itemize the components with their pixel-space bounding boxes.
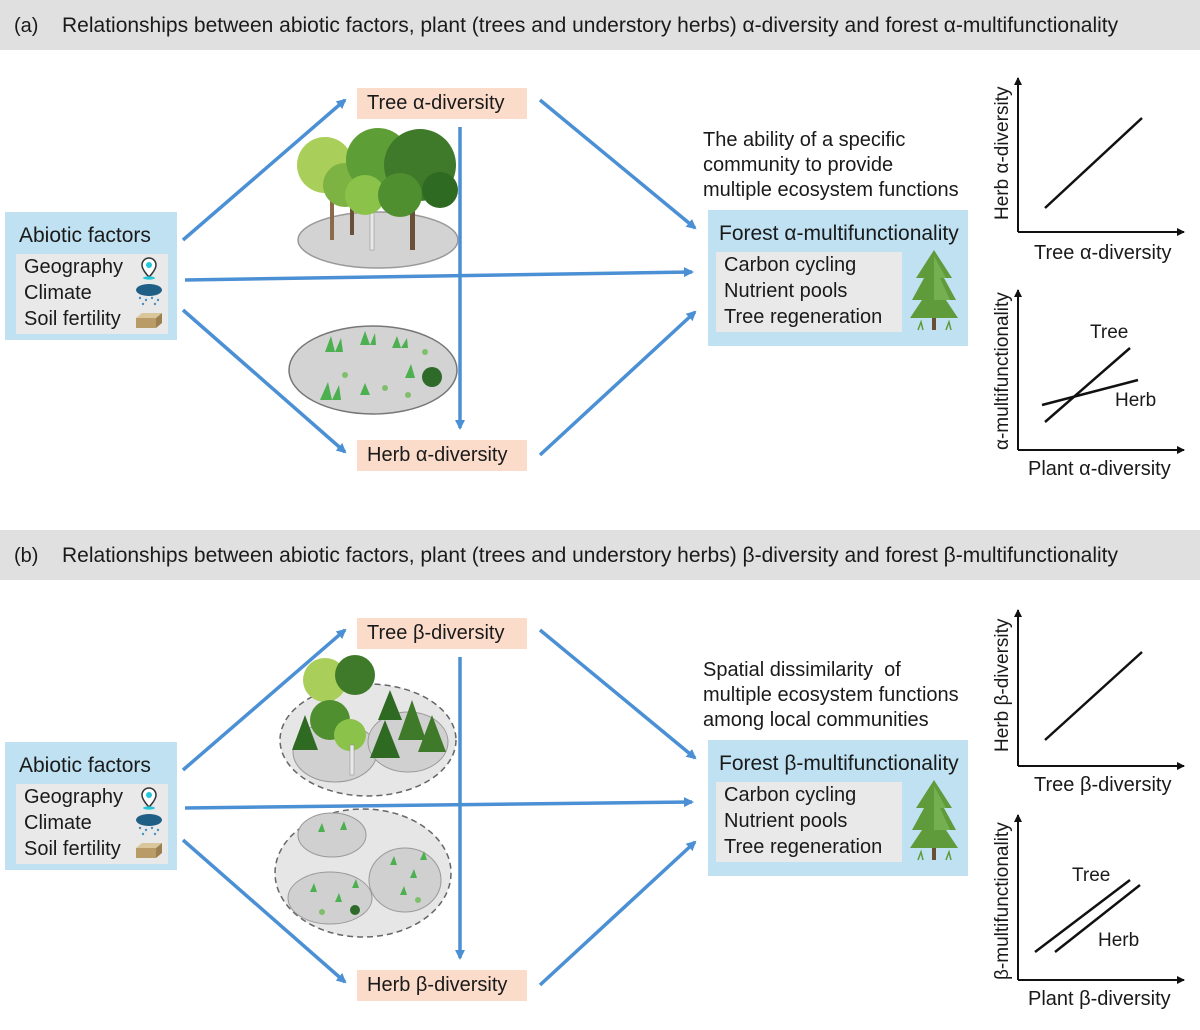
multifunctionality-description: The ability of a specific community to p… bbox=[703, 129, 959, 201]
chart-top-xlabel: Tree β-diversity bbox=[1034, 774, 1172, 796]
diagram-graphics bbox=[181, 609, 1185, 987]
series-label-herb: Herb bbox=[1098, 930, 1140, 951]
herb-community-illustration bbox=[288, 325, 458, 415]
multifunctionality-description: Spatial dissimilarity of multiple ecosys… bbox=[703, 659, 959, 731]
multifunctionality-box: Forest α-multifunctionality Carbon cycli… bbox=[708, 210, 968, 346]
function-nutrient-pools: Nutrient pools bbox=[724, 810, 848, 832]
herb-series-line bbox=[1054, 884, 1141, 953]
factor-geography: Geography bbox=[24, 786, 123, 808]
arrow-abiotic-to-mf bbox=[184, 267, 694, 282]
function-list: Carbon cycling Nutrient pools Tree regen… bbox=[716, 252, 902, 332]
function-carbon-cycling: Carbon cycling bbox=[724, 254, 857, 276]
abiotic-factors-box: Abiotic factors Geography Climate Soil f… bbox=[5, 212, 177, 340]
arrow-herb-to-mf bbox=[538, 840, 697, 987]
arrow-abiotic-to-herb bbox=[181, 838, 347, 984]
arrow-abiotic-to-tree bbox=[181, 628, 347, 772]
chart-bottom-xlabel: Plant β-diversity bbox=[1028, 988, 1171, 1010]
series-label-tree: Tree bbox=[1072, 865, 1111, 886]
tree-diversity-label: Tree α-diversity bbox=[357, 88, 527, 119]
tree-series-line bbox=[1044, 347, 1131, 423]
series-label-herb: Herb bbox=[1115, 390, 1157, 411]
rain-cloud-icon bbox=[136, 814, 162, 836]
location-pin-icon bbox=[141, 257, 157, 280]
function-nutrient-pools: Nutrient pools bbox=[724, 280, 848, 302]
multifunctionality-box: Forest β-multifunctionality Carbon cycli… bbox=[708, 740, 968, 876]
tree-series-line bbox=[1034, 879, 1131, 953]
chart-top-ylabel: Herb α-diversity bbox=[992, 86, 1013, 220]
rain-cloud-icon bbox=[136, 284, 162, 306]
arrow-herb-to-mf bbox=[538, 310, 697, 457]
arrow-abiotic-to-mf bbox=[184, 797, 694, 810]
factor-climate: Climate bbox=[24, 282, 92, 304]
location-pin-icon bbox=[141, 787, 157, 810]
factor-soil-fertility: Soil fertility bbox=[24, 308, 121, 330]
arrow-abiotic-to-herb bbox=[181, 308, 347, 454]
soil-block-icon bbox=[136, 843, 162, 858]
multifunctionality-header: Forest α-multifunctionality bbox=[719, 222, 959, 245]
herb-diversity-label: Herb α-diversity bbox=[357, 440, 527, 471]
factor-soil-fertility: Soil fertility bbox=[24, 838, 121, 860]
arrow-tree-to-mf bbox=[538, 628, 697, 760]
chart-bottom-ylabel: β-multifunctionality bbox=[992, 822, 1013, 980]
multifunctionality-header: Forest β-multifunctionality bbox=[719, 752, 959, 775]
soil-block-icon bbox=[136, 313, 162, 328]
panel-b: (b) Relationships between abiotic factor… bbox=[0, 530, 1200, 1030]
chart-top bbox=[1014, 77, 1185, 236]
conifer-tree-icon bbox=[910, 250, 958, 331]
panel-tag: (a) bbox=[14, 15, 39, 37]
panel-a: (a) Relationships between abiotic factor… bbox=[0, 0, 1200, 500]
arrow-abiotic-to-tree bbox=[181, 98, 347, 242]
chart-bottom-ylabel: α-multifunctionality bbox=[992, 292, 1013, 450]
diagram-graphics bbox=[181, 77, 1185, 457]
function-tree-regeneration: Tree regeneration bbox=[724, 306, 883, 328]
panel-title: Relationships between abiotic factors, p… bbox=[62, 14, 1119, 37]
herb-series-line bbox=[1041, 378, 1139, 407]
conifer-tree-icon bbox=[910, 780, 958, 861]
panel-banner: (a) Relationships between abiotic factor… bbox=[0, 0, 1200, 50]
function-tree-regeneration: Tree regeneration bbox=[724, 836, 883, 858]
function-carbon-cycling: Carbon cycling bbox=[724, 784, 857, 806]
abiotic-factor-list: Geography Climate Soil fertility bbox=[16, 254, 168, 334]
abiotic-factor-list: Geography Climate Soil fertility bbox=[16, 784, 168, 864]
panel-title: Relationships between abiotic factors, p… bbox=[62, 544, 1118, 567]
tree-diversity-label: Tree β-diversity bbox=[357, 618, 527, 649]
chart-bottom bbox=[1014, 289, 1185, 454]
arrow-tree-to-mf bbox=[538, 98, 697, 230]
factor-geography: Geography bbox=[24, 256, 123, 278]
panel-tag: (b) bbox=[14, 545, 39, 567]
relationship-line bbox=[1044, 651, 1143, 741]
factor-climate: Climate bbox=[24, 812, 92, 834]
abiotic-header: Abiotic factors bbox=[19, 754, 151, 777]
herb-communities-illustration bbox=[274, 808, 452, 938]
tree-communities-illustration bbox=[279, 655, 457, 797]
chart-top-xlabel: Tree α-diversity bbox=[1034, 242, 1172, 264]
chart-bottom bbox=[1014, 814, 1185, 984]
chart-top-ylabel: Herb β-diversity bbox=[992, 618, 1013, 752]
relationship-line bbox=[1044, 117, 1143, 209]
abiotic-factors-box: Abiotic factors Geography Climate Soil f… bbox=[5, 742, 177, 870]
tree-community-illustration bbox=[297, 128, 459, 269]
abiotic-header: Abiotic factors bbox=[19, 224, 151, 247]
chart-bottom-xlabel: Plant α-diversity bbox=[1028, 458, 1171, 480]
panel-banner: (b) Relationships between abiotic factor… bbox=[0, 530, 1200, 580]
chart-top bbox=[1014, 609, 1185, 770]
function-list: Carbon cycling Nutrient pools Tree regen… bbox=[716, 782, 902, 862]
series-label-tree: Tree bbox=[1090, 322, 1129, 343]
herb-diversity-label: Herb β-diversity bbox=[357, 970, 527, 1001]
